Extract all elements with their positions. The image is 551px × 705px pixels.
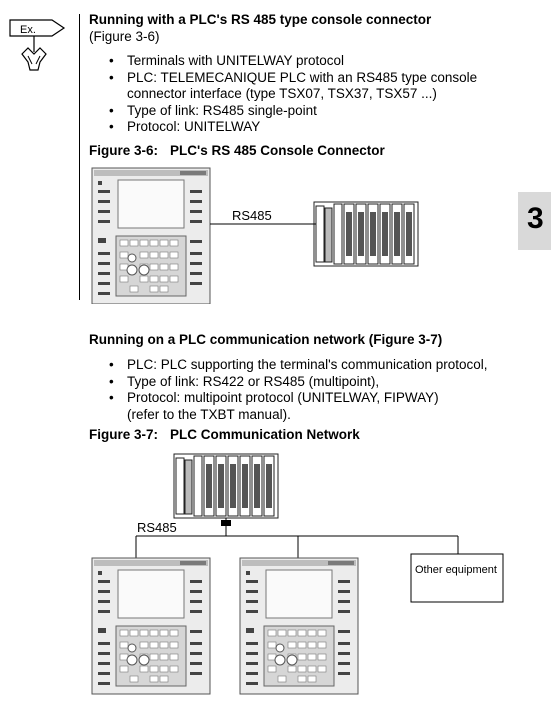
figure-number: Figure 3-6: (89, 143, 159, 158)
section1-subtitle: (Figure 3-6) (89, 29, 160, 44)
example-hand-icon: Ex. (9, 19, 66, 71)
list-item: •Type of link: RS485 single-point (109, 102, 317, 118)
figure-3-7-diagram: RS485 Other equipment (91, 453, 504, 695)
figure-3-7-caption: Figure 3-7: PLC Communication Network (89, 427, 360, 443)
rs485-label: RS485 (232, 208, 272, 223)
figure-number: Figure 3-7: (89, 427, 159, 442)
plc-rack (313, 201, 419, 267)
list-item: •PLC: TELEMECANIQUE PLC with an RS485 ty… (109, 69, 478, 102)
figure-3-6-caption: Figure 3-6: PLC's RS 485 Console Connecto… (89, 143, 385, 159)
section1-bullet-list: •Terminals with UNITELWAY protocol •PLC:… (109, 53, 509, 136)
list-item: •Type of link: RS422 or RS485 (multipoin… (109, 373, 380, 389)
plc-rack (173, 453, 279, 519)
plc-tap-connector (221, 520, 231, 526)
section1-title: Running with a PLC's RS 485 type console… (89, 12, 432, 27)
section2-title: Running on a PLC communication network (… (89, 332, 443, 347)
chapter-tab: 3 (518, 192, 551, 250)
list-item: •PLC: PLC supporting the terminal's comm… (109, 357, 488, 372)
operator-terminal (91, 557, 211, 695)
operator-terminal (239, 557, 359, 695)
other-equipment-box (410, 553, 504, 603)
example-icon-label: Ex. (20, 24, 36, 36)
figure-title: PLC Communication Network (170, 427, 360, 442)
list-item: •Protocol: multipoint protocol (UNITELWA… (109, 390, 439, 422)
section2-bullet-list: •PLC: PLC supporting the terminal's comm… (109, 357, 519, 423)
list-item: •Terminals with UNITELWAY protocol (109, 53, 345, 68)
chapter-number: 3 (527, 202, 544, 235)
list-item: •Protocol: UNITELWAY (109, 119, 261, 134)
operator-terminal (91, 167, 211, 304)
example-margin-rule (79, 14, 80, 300)
figure-3-6-diagram: RS485 (91, 167, 419, 304)
rs485-label: RS485 (137, 520, 177, 535)
figure-title: PLC's RS 485 Console Connector (170, 143, 385, 158)
other-equipment-label: Other equipment (415, 564, 497, 576)
